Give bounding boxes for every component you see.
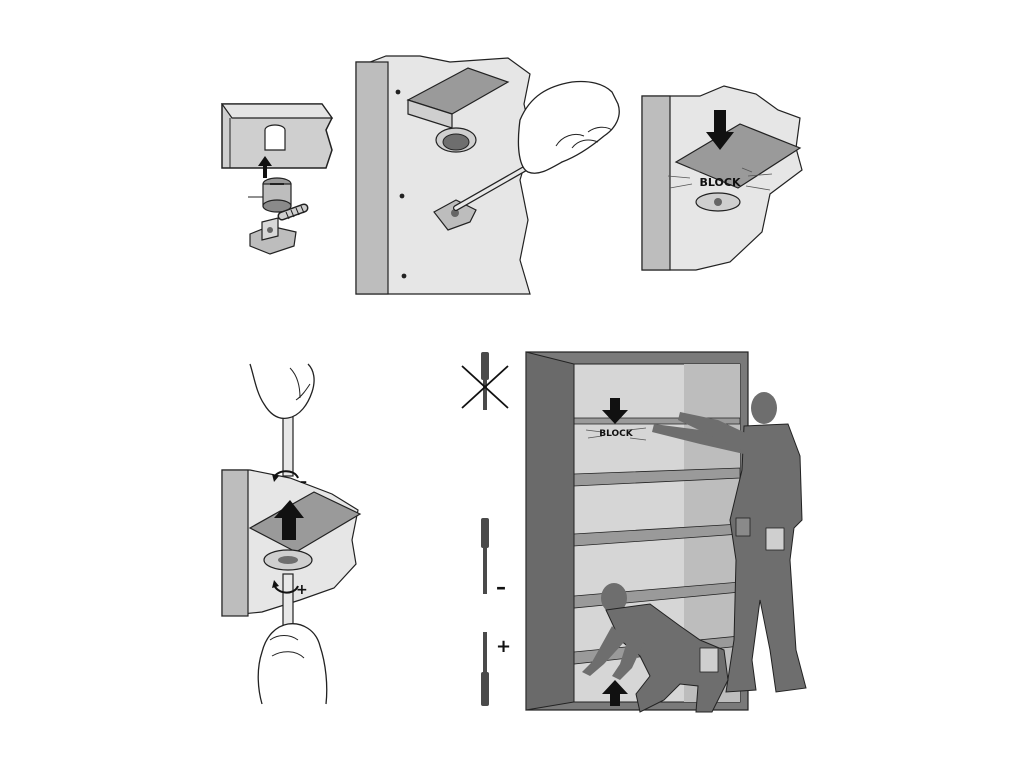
rotate-arrow-icon xyxy=(272,470,299,482)
panel-adjust: – + xyxy=(221,363,362,705)
cam-lock xyxy=(262,177,292,213)
block-label: BLOCK xyxy=(667,167,773,191)
down-arrow-icon xyxy=(602,398,628,424)
screwdriver-minus-icon: – xyxy=(481,518,506,599)
plus-sign-panel: + xyxy=(296,582,308,598)
up-arrow-icon xyxy=(602,680,628,706)
panel-screwdriver xyxy=(355,55,620,295)
standing-worker xyxy=(652,392,807,693)
screwdriver-plus-icon: + xyxy=(481,632,511,706)
screwdriver-crossed-icon xyxy=(461,352,509,410)
minus-sign-tool: – xyxy=(496,575,506,599)
minus-sign-panel: – xyxy=(300,474,307,490)
up-arrow-icon xyxy=(258,156,272,178)
panel-bookcase: – + BLOCK xyxy=(461,351,807,713)
hand-upper-icon xyxy=(249,363,315,420)
kneeling-worker xyxy=(582,583,729,713)
block-text-shelf: BLOCK xyxy=(599,429,634,439)
screw xyxy=(277,203,309,221)
hand-lower-icon xyxy=(257,623,328,705)
panel-block: BLOCK xyxy=(641,85,803,271)
base-plate xyxy=(249,217,297,255)
screwdriver-upper-icon xyxy=(282,409,294,477)
block-text-top: BLOCK xyxy=(700,176,741,189)
down-arrow-icon xyxy=(706,110,734,150)
up-arrow-icon xyxy=(274,500,304,540)
panel-fitting-parts xyxy=(220,103,334,255)
rotate-arrow-icon xyxy=(272,580,299,594)
block-label-shelf: BLOCK xyxy=(585,427,647,441)
hand-icon xyxy=(517,80,620,174)
plus-sign-tool: + xyxy=(496,636,511,657)
